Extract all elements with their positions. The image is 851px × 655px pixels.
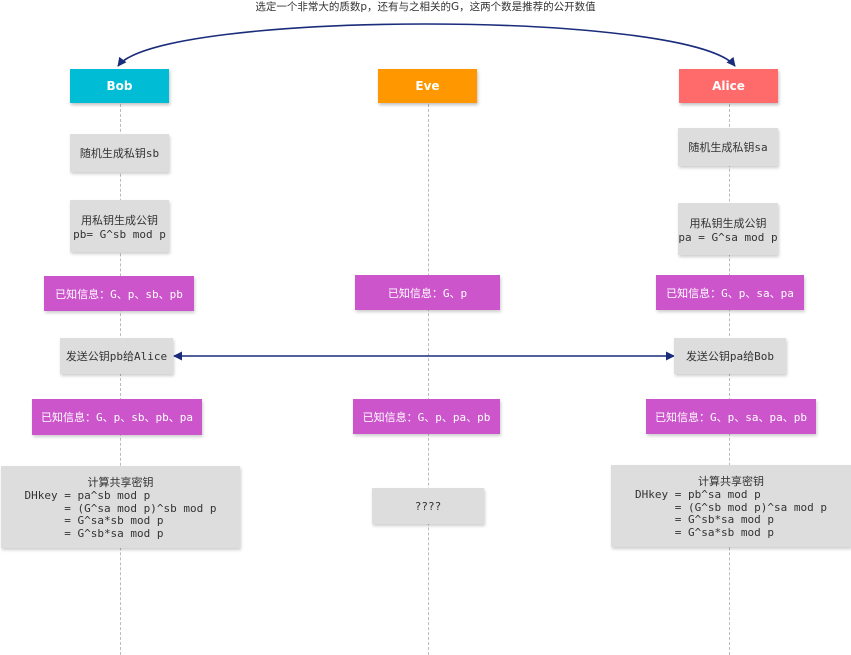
bob-known-info-2: 已知信息：G、p、sb、pb、pa — [32, 399, 202, 435]
eve-unknown-text: ???? — [414, 499, 442, 513]
eve-known-info-2: 已知信息：G、p、pa、pb — [353, 399, 500, 434]
eve-unknown-shared-key: ???? — [372, 488, 484, 524]
bob-compute-shared-key-title: 计算共享密钥 — [87, 476, 154, 489]
alice-known-info-2: 已知信息：G、p、sa、pa、pb — [646, 399, 816, 434]
bob-lifeline — [120, 104, 121, 655]
bob-send-public-key: 发送公钥pb给Alice — [60, 338, 173, 374]
alice-generate-private-key-text: 随机生成私钥sa — [688, 141, 768, 154]
bob-known-info-1-text: 已知信息：G、p、sb、pb — [55, 287, 183, 301]
public-params-note: 选定一个非常大的质数p，还有与之相关的G，这两个数是推荐的公开数值 — [255, 1, 596, 13]
bob-shared-key-formula: DHkey = pa^sb mod p = (G^sa mod p)^sb mo… — [24, 489, 217, 540]
eve-lifeline — [428, 104, 429, 655]
alice-send-public-key: 发送公钥pa给Bob — [674, 338, 786, 374]
bob-public-key-formula: pb= G^sb mod p — [73, 227, 166, 241]
public-params-arrow — [117, 23, 736, 67]
eve-actor[interactable]: Eve — [378, 69, 477, 103]
bob-generate-private-key-text: 随机生成私钥sb — [79, 147, 160, 160]
bob-actor[interactable]: Bob — [70, 69, 169, 103]
alice-known-info-2-text: 已知信息：G、p、sa、pa、pb — [655, 410, 807, 424]
alice-known-info-1-text: 已知信息：G、p、sa、pa — [666, 286, 794, 300]
alice-generate-public-key: 用私钥生成公钥 pa = G^sa mod p — [678, 203, 778, 255]
bob-generate-public-key: 用私钥生成公钥 pb= G^sb mod p — [70, 200, 169, 252]
bob-send-public-key-text: 发送公钥pb给Alice — [65, 350, 168, 363]
bob-known-info-1: 已知信息：G、p、sb、pb — [44, 276, 194, 311]
alice-send-public-key-text: 发送公钥pa给Bob — [685, 350, 775, 363]
alice-lifeline — [729, 104, 730, 655]
alice-generate-public-key-title: 用私钥生成公钥 — [689, 216, 767, 230]
bob-generate-private-key: 随机生成私钥sb — [70, 134, 169, 172]
bob-generate-public-key-title: 用私钥生成公钥 — [81, 213, 158, 227]
alice-compute-shared-key-title: 计算共享密钥 — [698, 475, 764, 488]
eve-known-info-2-text: 已知信息：G、p、pa、pb — [362, 410, 491, 424]
alice-known-info-1: 已知信息：G、p、sa、pa — [656, 275, 804, 310]
eve-known-info-1: 已知信息：G、p — [355, 275, 500, 310]
alice-actor[interactable]: Alice — [679, 69, 778, 103]
alice-compute-shared-key: 计算共享密钥 DHkey = pb^sa mod p = (G^sb mod p… — [611, 465, 851, 547]
bob-compute-shared-key: 计算共享密钥 DHkey = pa^sb mod p = (G^sa mod p… — [1, 466, 240, 548]
alice-generate-private-key: 随机生成私钥sa — [678, 128, 778, 166]
eve-known-info-1-text: 已知信息：G、p — [387, 286, 468, 300]
alice-public-key-formula: pa = G^sa mod p — [678, 230, 778, 244]
bob-known-info-2-text: 已知信息：G、p、sb、pb、pa — [41, 411, 193, 424]
alice-shared-key-formula: DHkey = pb^sa mod p = (G^sb mod p)^sa mo… — [634, 488, 828, 539]
